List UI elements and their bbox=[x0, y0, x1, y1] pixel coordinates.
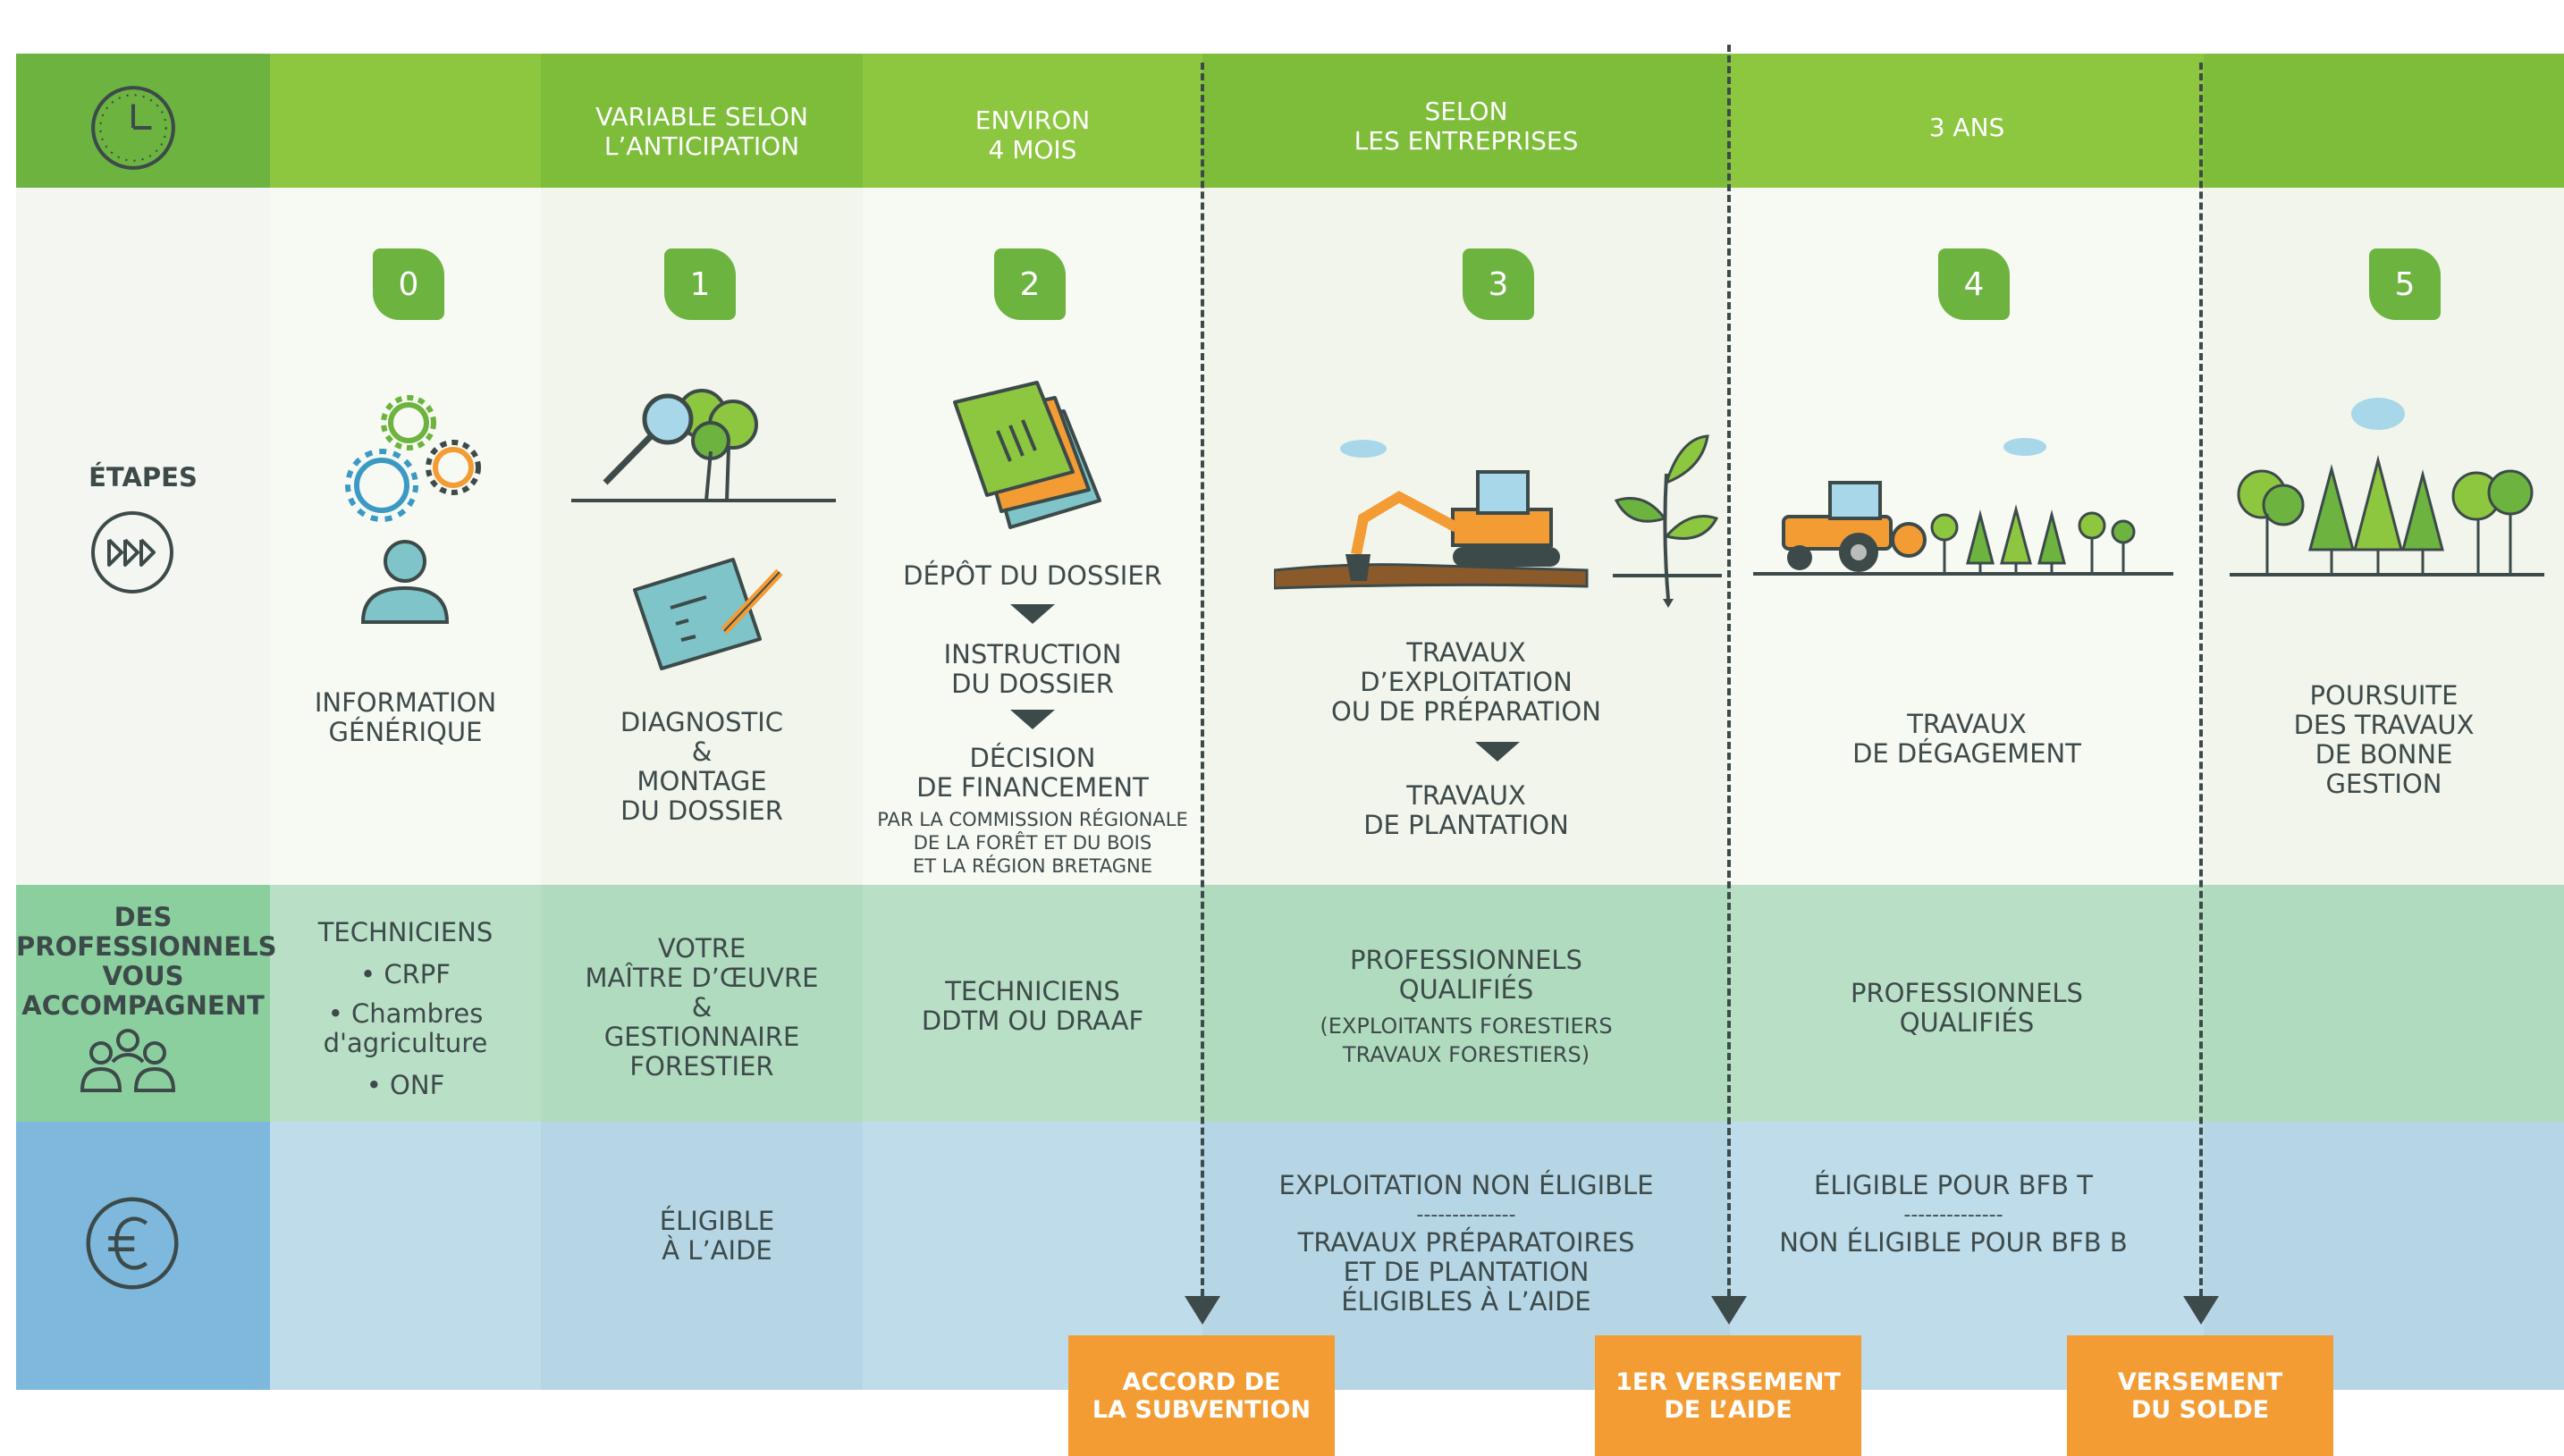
tractor-icon bbox=[1753, 438, 2173, 576]
step-badge-0: 0 bbox=[373, 248, 444, 320]
step-4-title: TRAVAUX DE DÉGAGEMENT bbox=[1852, 709, 2081, 769]
pros-col2: TECHNICIENS DDTM OU DRAAF bbox=[921, 976, 1144, 1036]
row-label-etapes: ÉTAPES bbox=[89, 462, 198, 492]
step-5-title: POURSUITE DES TRAVAUX DE BONNE GESTION bbox=[2293, 680, 2475, 799]
header-four-months: ENVIRON 4 MOIS bbox=[974, 105, 1091, 164]
funding-col3-separator: -------------- bbox=[1416, 1204, 1516, 1226]
pros-col3: PROFESSIONNELS QUALIFIÉS bbox=[1350, 945, 1582, 1005]
step-badge-1: 1 bbox=[664, 248, 736, 320]
excavator-icon bbox=[1274, 440, 1589, 590]
header-three-years: 3 ANS bbox=[1928, 113, 2005, 142]
milestone-balance: VERSEMENT DU SOLDE bbox=[2067, 1335, 2333, 1456]
euro-icon bbox=[86, 1197, 179, 1290]
step-3-title-b: TRAVAUX DE PLANTATION bbox=[1363, 780, 1569, 840]
pros-col0-item-chambres: • Chambres d'agriculture bbox=[323, 998, 488, 1058]
gears-icon bbox=[345, 395, 481, 522]
step-2-title-a: DÉPÔT DU DOSSIER bbox=[903, 560, 1162, 591]
step-2-note: PAR LA COMMISSION RÉGIONALE DE LA FORÊT … bbox=[877, 809, 1188, 877]
seedling-icon bbox=[1613, 434, 1722, 608]
row-header-column bbox=[16, 54, 270, 1390]
signed-document-icon bbox=[633, 558, 783, 670]
pros-col4: PROFESSIONNELS QUALIFIÉS bbox=[1851, 978, 2083, 1038]
milestone-first-payment: 1er VERSEMENT DE L’AIDE bbox=[1595, 1335, 1861, 1456]
step-badge-2: 2 bbox=[994, 248, 1066, 320]
arrow-down-icon bbox=[2183, 1296, 2219, 1325]
row-label-professionnels: DES PROFESSIONNELS VOUS ACCOMPAGNENT bbox=[16, 902, 277, 1021]
magnifier-tree-icon bbox=[571, 389, 836, 502]
step-3-title-a: TRAVAUX D’EXPLOITATION OU DE PRÉPARATION bbox=[1331, 637, 1601, 727]
step-badge-4: 4 bbox=[1938, 248, 2010, 320]
milestone-grant: ACCORD DE LA SUBVENTION bbox=[1068, 1335, 1335, 1456]
papers-icon bbox=[953, 381, 1101, 529]
column-step-2 bbox=[863, 54, 1202, 1390]
person-icon bbox=[360, 540, 450, 624]
header-anticipation: VARIABLE SELON L’ANTICIPATION bbox=[595, 102, 808, 161]
pros-col3-note: (EXPLOITANTS FORESTIERS TRAVAUX FORESTIE… bbox=[1320, 1014, 1613, 1067]
arrow-down-icon bbox=[1711, 1296, 1747, 1325]
step-badge-5: 5 bbox=[2369, 248, 2441, 320]
arrow-down-icon bbox=[1475, 742, 1520, 762]
step-2-title-b: INSTRUCTION DU DOSSIER bbox=[943, 639, 1122, 699]
step-1-title: DIAGNOSTIC & MONTAGE DU DOSSIER bbox=[620, 707, 784, 826]
forest-icon bbox=[2230, 398, 2544, 577]
funding-col4-separator: -------------- bbox=[1903, 1204, 2003, 1226]
step-2-title-c: DÉCISION DE FINANCEMENT bbox=[916, 743, 1149, 803]
pros-col1: VOTRE MAÎTRE D’ŒUVRE & GESTIONNAIRE FORE… bbox=[585, 933, 819, 1081]
timeline-line-balance bbox=[2199, 63, 2203, 1296]
timeline-line-first-payment bbox=[1727, 45, 1731, 1296]
arrow-down-icon bbox=[1185, 1296, 1220, 1325]
funding-col3-b: TRAVAUX PRÉPARATOIRES ET DE PLANTATION É… bbox=[1297, 1227, 1635, 1317]
step-badge-3: 3 bbox=[1463, 248, 1534, 320]
funding-col3-a: EXPLOITATION NON ÉLIGIBLE bbox=[1278, 1170, 1654, 1200]
funding-col4-a: ÉLIGIBLE POUR BFB T bbox=[1814, 1170, 2093, 1200]
arrow-down-icon bbox=[1010, 604, 1055, 624]
funding-col4-b: NON ÉLIGIBLE POUR BFB B bbox=[1779, 1227, 2128, 1258]
fast-forward-icon bbox=[91, 511, 173, 593]
arrow-down-icon bbox=[1010, 710, 1055, 729]
pros-col0-item-crpf: • CRPF bbox=[360, 959, 451, 989]
pros-col0-title: TECHNICIENS bbox=[317, 917, 493, 947]
people-icon bbox=[80, 1029, 176, 1092]
timeline-line-grant bbox=[1201, 63, 1204, 1296]
step-0-title: INFORMATION GÉNÉRIQUE bbox=[314, 687, 497, 747]
clock-icon bbox=[91, 86, 175, 170]
pros-col0-item-onf: • ONF bbox=[366, 1070, 445, 1100]
funding-col1: ÉLIGIBLE À L’AIDE bbox=[659, 1206, 775, 1266]
header-enterprises: SELON LES ENTREPRISES bbox=[1354, 97, 1579, 156]
